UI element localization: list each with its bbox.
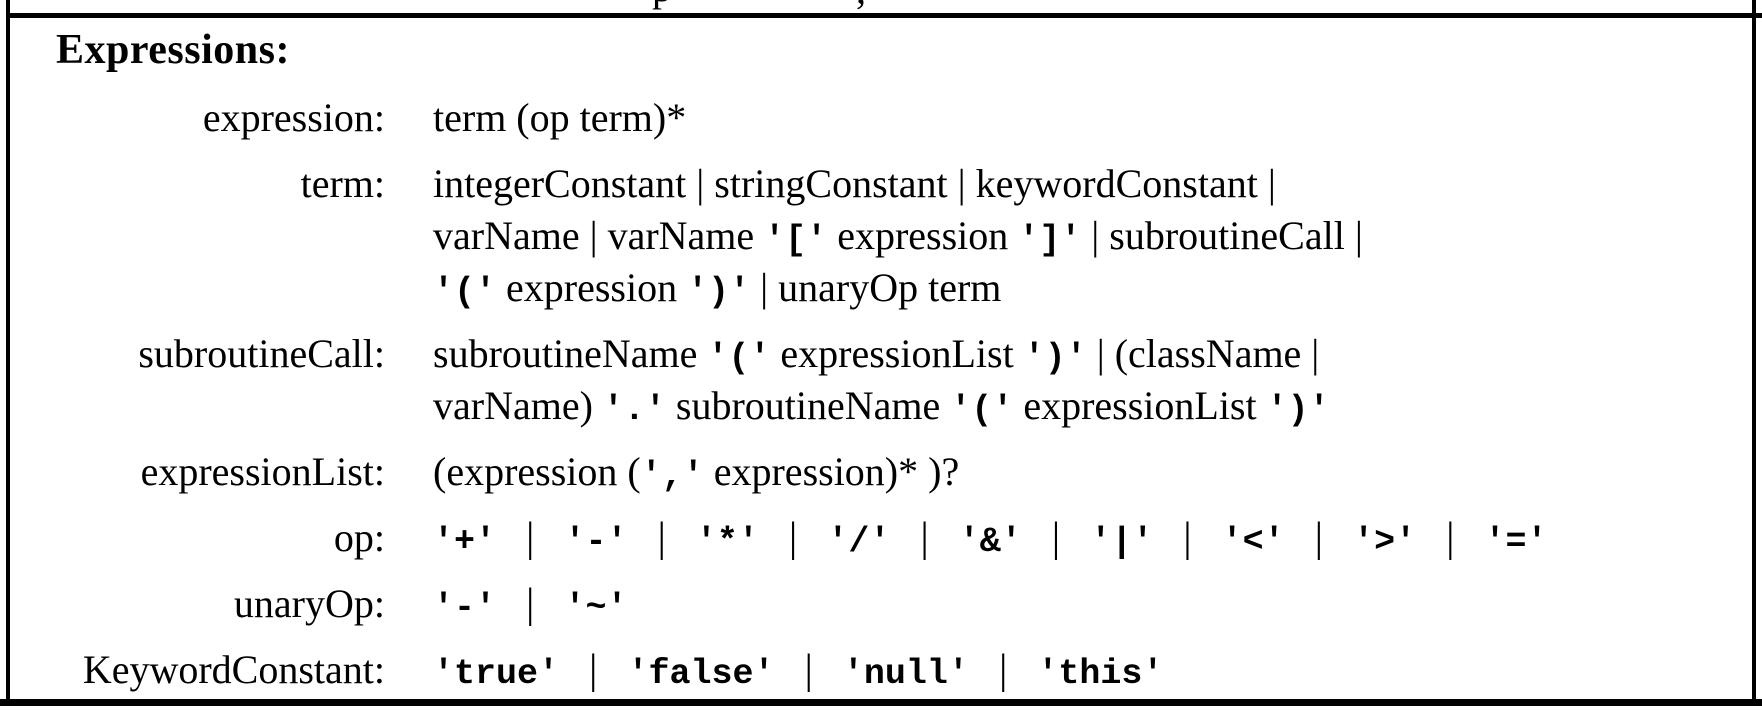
terminal-literal: '&' <box>958 522 1022 562</box>
alternation-bar: | <box>657 515 666 561</box>
grammar-rule-line: expressionList: (expression (',' expressi… <box>0 446 1750 498</box>
alternation-bar: | <box>1051 515 1061 561</box>
grammar-rule: KeywordConstant: 'true' | 'false' | 'null' | 't… <box>0 644 1750 696</box>
cropped-row-above: p , <box>0 0 1762 13</box>
rule-definition: '(' expression ')' | unaryOp term <box>433 262 1001 318</box>
terminal-literal: '>' <box>1353 522 1417 562</box>
grammar-rule: term: integerConstant | stringConstant | … <box>0 158 1750 314</box>
grammar-text: expression <box>496 265 688 310</box>
rule-definition: subroutineName '(' expressionList ')' | … <box>433 328 1319 384</box>
terminal-literal: '-' <box>564 522 628 562</box>
grammar-text: expression <box>827 213 1019 258</box>
terminal-literal: '[' <box>764 220 828 260</box>
box-left-border <box>6 0 10 700</box>
grammar-rule-line: unaryOp: '-' | '~' <box>0 578 1750 630</box>
rule-definition: term (op term)* <box>433 92 686 144</box>
terminal-literal: '|' <box>1090 522 1154 562</box>
terminal-literal: ')' <box>687 272 751 312</box>
terminal-literal: ']' <box>1018 220 1082 260</box>
rule-definition: 'true' | 'false' | 'null' | 'this' <box>433 644 1163 700</box>
grammar-text: | subroutineCall | <box>1081 213 1363 258</box>
terminal-literal: '.' <box>602 390 666 430</box>
box-bottom-border <box>0 699 1762 706</box>
grammar-rule-line: '(' expression ')' | unaryOp term <box>0 262 1750 314</box>
grammar-rule-line: KeywordConstant: 'true' | 'false' | 'null' | 't… <box>0 644 1750 696</box>
terminal-literal: '(' <box>707 338 771 378</box>
rule-name: expression: <box>202 95 385 140</box>
alternation-bar: | <box>526 515 535 561</box>
grammar-rule-line: varName) '.' subroutineName '(' expressi… <box>0 380 1750 432</box>
box-right-border <box>1752 0 1756 700</box>
grammar-rule: unaryOp: '-' | '~' <box>0 578 1750 630</box>
rule-definition: (expression (',' expression)* )? <box>433 446 959 502</box>
alternation-bar: | <box>804 647 813 693</box>
grammar-rule-line: expression: term (op term)* <box>0 92 1750 144</box>
rule-name: term: <box>300 161 385 206</box>
panel-title: Expressions: <box>56 27 290 73</box>
rule-definition: '-' | '~' <box>433 578 627 634</box>
grammar-rule-line: op: '+' | '-' | '*' | '/' | '&' | '|' | '<' | '>' | '=' <box>0 512 1750 564</box>
rule-definition: '+' | '-' | '*' | '/' | '&' | '|' | '<' | '>' | '=' <box>433 512 1548 568</box>
terminal-literal: 'true' <box>433 654 560 694</box>
alternation-bar: | <box>589 647 598 693</box>
rule-definition: integerConstant | stringConstant | keywo… <box>433 158 1276 210</box>
grammar-rule-line: subroutineCall: subroutineName '(' expres… <box>0 328 1750 380</box>
grammar-text: expressionList <box>1013 383 1267 428</box>
grammar-text: term (op term)* <box>433 95 687 140</box>
rule-name: unaryOp: <box>233 581 385 626</box>
grammar-rule-line: varName | varName '[' expression ']' | s… <box>0 210 1750 262</box>
grammar-text: | unaryOp term <box>750 265 1002 310</box>
grammar-rule: op: '+' | '-' | '*' | '/' | '&' | '|' | '<' | '>' | '=' <box>0 512 1750 564</box>
box-top-border <box>6 13 1762 18</box>
terminal-literal: '(' <box>950 390 1014 430</box>
grammar-rule: expressionList: (expression (',' expressi… <box>0 446 1750 498</box>
text-fragment: , <box>856 0 866 10</box>
terminal-literal: '-' <box>433 588 497 628</box>
rule-name: expressionList: <box>140 449 385 494</box>
rule-name: op: <box>333 515 385 560</box>
rule-name: KeywordConstant: <box>82 647 385 692</box>
grammar-text: integerConstant | stringConstant | keywo… <box>433 161 1276 206</box>
grammar-text: subroutineName <box>665 383 951 428</box>
terminal-literal: '+' <box>433 522 497 562</box>
grammar-text: (expression ( <box>433 449 641 494</box>
terminal-literal: 'null' <box>842 654 969 694</box>
grammar-text: expressionList <box>770 331 1024 376</box>
rules-list: expression: term (op term)* term: integerCo… <box>0 92 1750 710</box>
terminal-literal: '<' <box>1221 522 1285 562</box>
alternation-bar: | <box>920 515 929 561</box>
terminal-literal: '(' <box>433 272 497 312</box>
terminal-literal: ')' <box>1023 338 1087 378</box>
terminal-literal: 'false' <box>627 654 775 694</box>
grammar-text: varName) <box>433 383 603 428</box>
alternation-bar: | <box>1183 515 1192 561</box>
terminal-literal: ')' <box>1266 390 1330 430</box>
grammar-rule-line: term: integerConstant | stringConstant | … <box>0 158 1750 210</box>
terminal-literal: '/' <box>827 522 891 562</box>
grammar-text: varName | varName <box>433 213 765 258</box>
alternation-bar: | <box>1446 515 1455 561</box>
grammar-rule: expression: term (op term)* <box>0 92 1750 144</box>
grammar-text: expression)* )? <box>703 449 960 494</box>
rule-definition: varName) '.' subroutineName '(' expressi… <box>433 380 1330 436</box>
terminal-literal: 'this' <box>1037 654 1164 694</box>
text-fragment: p <box>652 0 672 8</box>
grammar-text: subroutineName <box>433 331 708 376</box>
grammar-text: | (className | <box>1086 331 1320 376</box>
rule-definition: varName | varName '[' expression ']' | s… <box>433 210 1363 266</box>
alternation-bar: | <box>526 581 535 627</box>
alternation-bar: | <box>788 515 798 561</box>
rule-name: subroutineCall: <box>138 331 385 376</box>
terminal-literal: ',' <box>640 456 704 496</box>
alternation-bar: | <box>1314 515 1324 561</box>
terminal-literal: '~' <box>564 588 628 628</box>
grammar-rule: subroutineCall: subroutineName '(' expres… <box>0 328 1750 432</box>
terminal-literal: '*' <box>695 522 759 562</box>
terminal-literal: '=' <box>1484 522 1548 562</box>
alternation-bar: | <box>998 647 1008 693</box>
